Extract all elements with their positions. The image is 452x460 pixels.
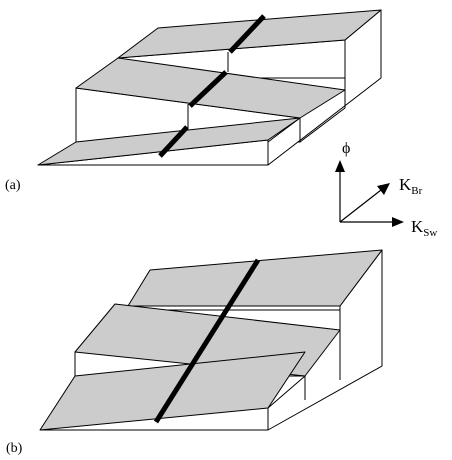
k-br-axis bbox=[339, 189, 382, 223]
phi-axis-label: ϕ bbox=[342, 140, 350, 157]
panel-a-label: (a) bbox=[5, 178, 21, 193]
k-sw-subscript: Sw bbox=[423, 227, 437, 239]
k-sw-axis-label: KSw bbox=[411, 217, 437, 239]
k-br-axis-label: KBr bbox=[399, 175, 423, 197]
panel-a-fault-line-top bbox=[228, 14, 266, 54]
panel-a-bottom-plane bbox=[37, 117, 301, 166]
phi-axis-arrowhead bbox=[335, 160, 345, 172]
k-br-axis-arrowhead bbox=[377, 183, 390, 195]
k-sw-main: K bbox=[411, 217, 424, 236]
k-sw-axis-arrowhead bbox=[392, 217, 404, 227]
panel-b-label: (b) bbox=[6, 441, 23, 456]
panel-b: (b) bbox=[6, 249, 383, 456]
panel-b-bottom-plane bbox=[39, 351, 306, 431]
panel-a-fault-line-bottom bbox=[158, 125, 189, 158]
panel-b-top-plane bbox=[127, 249, 383, 307]
k-br-subscript: Br bbox=[411, 185, 422, 197]
k-br-main: K bbox=[399, 175, 412, 194]
panel-a-fault-line-middle bbox=[188, 70, 228, 108]
panel-b-fault-line bbox=[153, 258, 261, 424]
panel-a: (a) bbox=[5, 9, 382, 193]
axes-glyph: ϕ KBr KSw bbox=[335, 140, 437, 239]
